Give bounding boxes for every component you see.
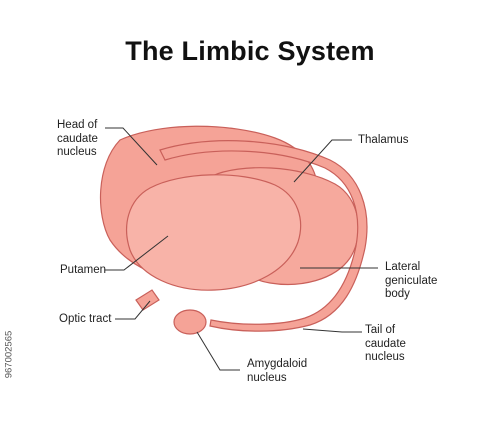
- label-thalamus: Thalamus: [358, 134, 409, 146]
- leader-thalamus: [293, 139, 352, 183]
- caudate-tail: [159, 140, 368, 332]
- label-optic-tract: Optic tract: [59, 313, 112, 325]
- label-tail-of-caudate: Tail of caudate nucleus: [365, 324, 406, 363]
- leader-amygdaloid: [196, 331, 240, 371]
- stock-id: 967002565: [3, 330, 15, 379]
- optic-tract-shape: [135, 289, 160, 311]
- leader-optic-tract: [115, 300, 151, 320]
- label-putamen: Putamen: [60, 264, 107, 276]
- putamen-shape: [126, 174, 302, 291]
- leader-putamen: [105, 235, 169, 271]
- label-head-of-caudate: Head of caudate nucleus: [57, 119, 98, 158]
- diagram-title: The Limbic System: [125, 36, 375, 66]
- stock-id-strip: 967002565: [3, 0, 15, 430]
- amygdaloid-shape: [173, 309, 207, 335]
- label-lateral-geniculate: Lateral geniculate body: [385, 261, 438, 300]
- label-amygdaloid: Amygdaloid nucleus: [247, 358, 308, 384]
- leader-head-of-caudate: [105, 127, 158, 166]
- leader-tail-of-caudate: [302, 328, 362, 333]
